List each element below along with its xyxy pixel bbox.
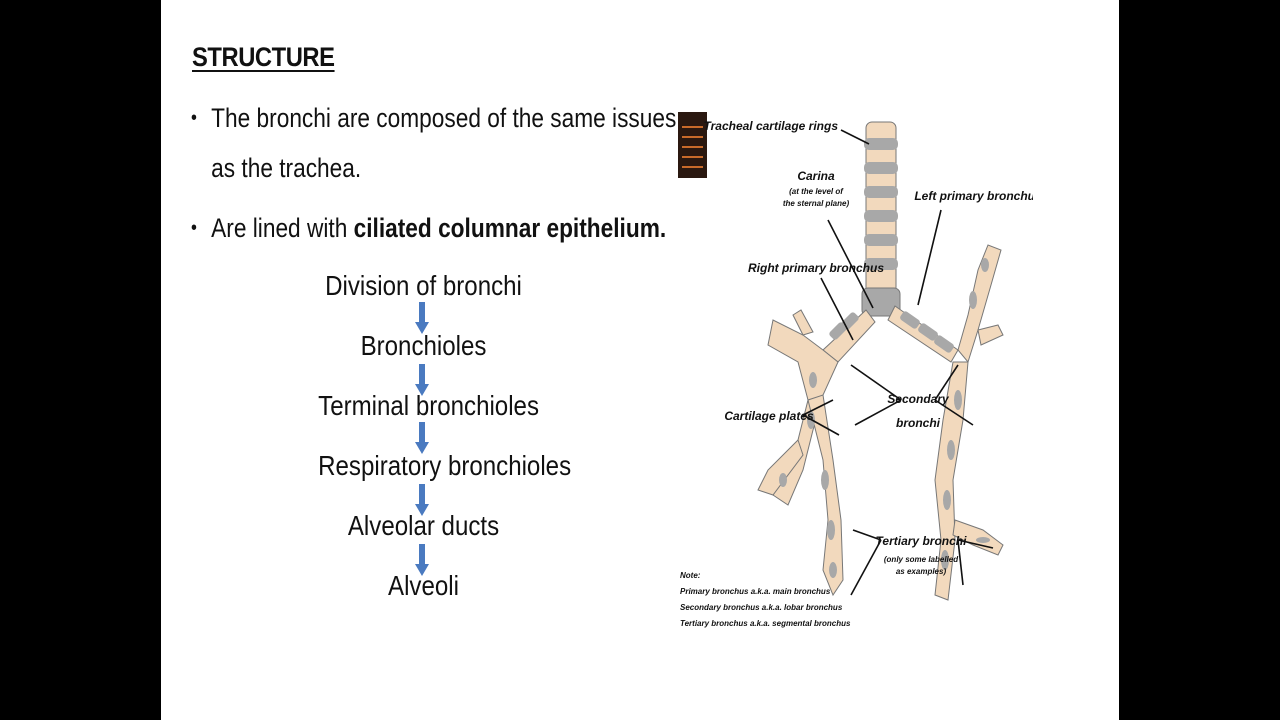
flow-step-respiratory-bronchioles: Respiratory bronchioles (318, 450, 572, 481)
bullet-epithelium: • Are lined with ciliated columnar epithe… (191, 203, 666, 253)
slide-title: STRUCTURE (192, 42, 335, 72)
label-tertiary-bronchi: Tertiary bronchi (876, 534, 968, 548)
flow-step-terminal-bronchioles: Terminal bronchioles (318, 390, 539, 421)
label-bronchi: bronchi (896, 416, 941, 430)
label-carina: Carina (797, 169, 835, 183)
bullet-2-bold: ciliated columnar epithelium. (353, 213, 667, 243)
down-arrow-icon (415, 302, 429, 334)
label-carina-note-2: the sternal plane) (783, 199, 850, 208)
bullet-dot: • (191, 107, 197, 129)
label-secondary: Secondary (887, 392, 950, 406)
flow-step-bronchioles: Bronchioles (360, 330, 487, 361)
note-line-2: Secondary bronchus a.k.a. lobar bronchus (680, 603, 843, 612)
bullet-1-line-1: The bronchi are composed of the same iss… (211, 103, 677, 133)
flow-step-alveolar-ducts: Alveolar ducts (347, 510, 500, 541)
label-leader-lines (802, 129, 994, 596)
label-left-primary-bronchus: Left primary bronchus (914, 189, 1033, 203)
bullet-2-prefix: Are lined with (211, 213, 354, 243)
label-right-primary-bronchus: Right primary bronchus (748, 261, 884, 275)
diagram-labels: Tracheal cartilage rings Carina (at the … (680, 119, 1033, 628)
label-cartilage-plates: Cartilage plates (724, 409, 814, 423)
down-arrow-icon (415, 484, 429, 516)
bronchial-tree-diagram: Tracheal cartilage rings Carina (at the … (680, 119, 1033, 628)
label-carina-note-1: (at the level of (789, 187, 844, 196)
label-tracheal-cartilage-rings: Tracheal cartilage rings (703, 119, 838, 133)
bronchial-tree-illustration (757, 121, 1004, 601)
label-tertiary-note-2: as examples) (896, 567, 947, 576)
note-heading: Note: (680, 571, 701, 580)
thumbnail-image (678, 112, 707, 178)
flow-step-division: Division of bronchi (325, 270, 522, 301)
note-line-3: Tertiary bronchus a.k.a. segmental bronc… (680, 619, 851, 628)
down-arrow-icon (415, 422, 429, 454)
down-arrow-icon (415, 364, 429, 396)
flow-step-alveoli: Alveoli (388, 570, 459, 601)
down-arrow-icon (415, 544, 429, 576)
bullet-dot: • (191, 217, 197, 239)
bullet-1-line-2: as the trachea. (211, 153, 362, 183)
bullet-composition: • The bronchi are composed of the same is… (191, 93, 676, 193)
slide: STRUCTURE • The bronchi are composed of t… (161, 0, 1119, 720)
label-tertiary-note-1: (only some labelled (884, 555, 959, 564)
note-line-1: Primary bronchus a.k.a. main bronchus (680, 587, 831, 596)
